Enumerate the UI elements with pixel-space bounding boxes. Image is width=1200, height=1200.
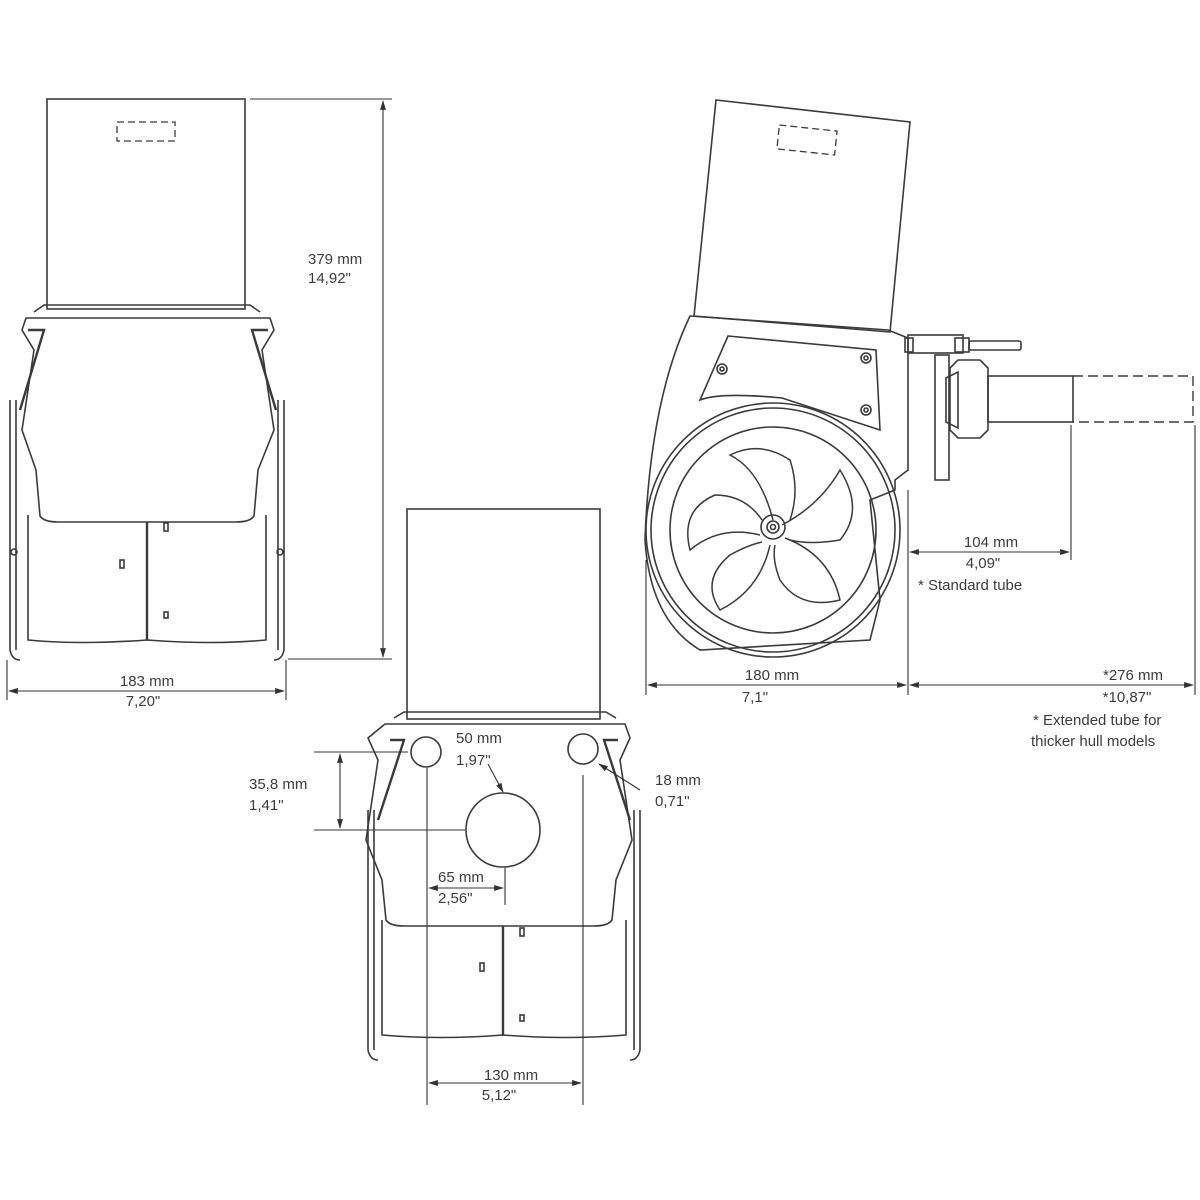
rear-tube — [406, 508, 601, 720]
extended-tube-note-2: thicker hull models — [1031, 733, 1156, 750]
extended-tube-inch: *10,87" — [1102, 689, 1152, 706]
small-hole-mm: 18 mm — [655, 772, 701, 789]
front-body — [21, 317, 275, 523]
extended-tube-mm: *276 mm — [1102, 667, 1164, 684]
side-view — [644, 99, 1194, 658]
front-width-inch: 7,20" — [125, 693, 161, 710]
horizontal-offset-inch: 2,56" — [438, 890, 473, 907]
rear-view — [365, 508, 641, 1061]
hole-spacing-mm: 130 mm — [483, 1067, 539, 1084]
front-width-mm: 183 mm — [119, 673, 175, 690]
standard-tube-inch: 4,09" — [965, 555, 1001, 572]
extended-tube-hidden — [1073, 375, 1194, 423]
vertical-offset-mm: 35,8 mm — [249, 776, 308, 793]
front-tube — [46, 98, 246, 310]
large-hole-inch: 1,97" — [456, 752, 491, 769]
standard-tube-mm: 104 mm — [963, 534, 1019, 551]
hub — [760, 514, 786, 540]
front-view — [9, 98, 285, 661]
small-hole-left — [410, 736, 442, 768]
through-hull-fitting — [904, 334, 1074, 481]
propeller — [687, 447, 854, 611]
side-width-inch: 7,1" — [741, 689, 769, 706]
horizontal-offset-mm: 65 mm — [438, 869, 484, 886]
tunnel-outer-ring — [645, 402, 901, 658]
standard-tube-note: * Standard tube — [918, 577, 1023, 594]
front-height-inch: 14,92" — [308, 270, 351, 287]
side-dimensions — [645, 425, 1196, 695]
large-hole-mm: 50 mm — [456, 730, 502, 747]
side-housing — [644, 315, 909, 651]
hole-spacing-inch: 5,12" — [481, 1087, 517, 1104]
small-hole-inch: 0,71" — [655, 793, 690, 810]
rear-body — [365, 723, 633, 927]
large-hole — [465, 792, 541, 868]
extended-tube-note-1: * Extended tube for — [1033, 712, 1162, 729]
vertical-offset-inch: 1,41" — [249, 797, 284, 814]
side-width-mm: 180 mm — [744, 667, 800, 684]
small-hole-right — [567, 733, 599, 765]
front-dimensions — [6, 98, 392, 700]
side-tube — [693, 99, 911, 333]
rear-dimensions — [314, 751, 641, 1105]
front-height-mm: 379 mm — [308, 251, 363, 268]
hidden-slot — [116, 121, 176, 142]
